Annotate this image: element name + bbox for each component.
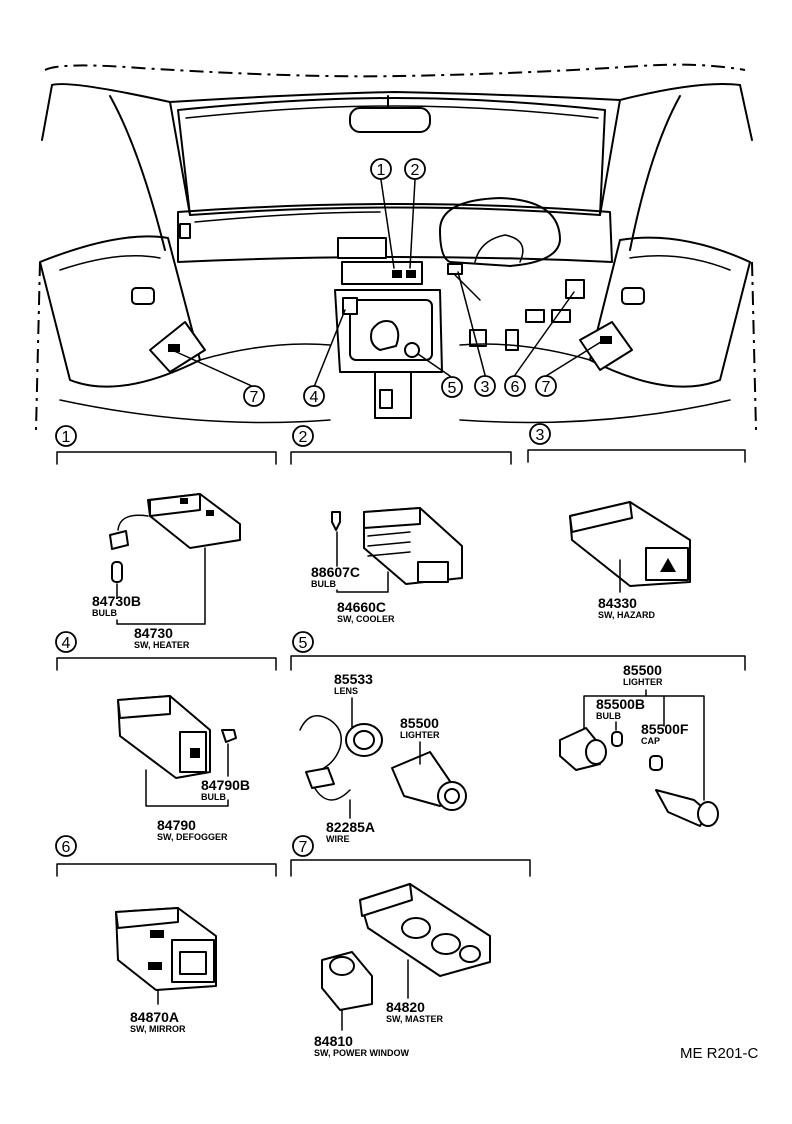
callout-1: 1: [370, 158, 392, 180]
cooler-switch-illustration: [331, 507, 463, 585]
part-number-84820: 84820: [386, 999, 425, 1015]
section-7: 7 84820 SW, MASTER 84810 SW, POWER WINDO…: [290, 835, 531, 1058]
callout-5: 5: [441, 376, 463, 398]
lighter-assembly-illustration: [559, 727, 719, 827]
part-desc-sw-power-window: SW, POWER WINDOW: [314, 1048, 409, 1058]
part-number-84870A: 84870A: [130, 1009, 179, 1025]
callout-6: 6: [504, 375, 526, 397]
section-6-number: 6: [62, 839, 71, 856]
svg-text:7: 7: [542, 379, 551, 396]
diagram-reference: ME R201-C: [680, 1045, 759, 1062]
part-number-84330: 84330: [598, 595, 637, 611]
part-desc-sw-master: SW, MASTER: [386, 1014, 444, 1024]
part-desc-wire: WIRE: [326, 834, 350, 844]
callout-7-left: 7: [243, 385, 265, 407]
part-desc-lighter-b: LIGHTER: [623, 677, 663, 687]
part-desc-sw-cooler: SW, COOLER: [337, 614, 395, 624]
svg-text:1: 1: [377, 162, 386, 179]
heater-switch-illustration: [109, 493, 241, 583]
car-interior-illustration: [35, 63, 757, 431]
callout-leaders: [171, 179, 605, 388]
part-desc-lighter-a: LIGHTER: [400, 730, 440, 740]
hazard-switch-illustration: [569, 501, 691, 587]
part-number-88607C: 88607C: [311, 564, 360, 580]
part-number-84810: 84810: [314, 1033, 353, 1049]
section-2-number: 2: [299, 429, 308, 446]
part-number-85500-a: 85500: [400, 715, 439, 731]
callout-3: 3: [474, 375, 496, 397]
part-desc-lens: LENS: [334, 686, 358, 696]
power-window-switch-illustration: [321, 951, 373, 1011]
section-5: 5 85533 LENS 85500 LIGHTER 82285A WIRE: [290, 631, 746, 844]
callout-4: 4: [303, 385, 325, 407]
part-number-84660C: 84660C: [337, 599, 386, 615]
mirror-switch-illustration: [115, 907, 217, 991]
svg-text:2: 2: [411, 162, 420, 179]
part-desc-sw-mirror: SW, MIRROR: [130, 1024, 186, 1034]
section-6: 6 84870A SW, MIRROR: [55, 835, 277, 1034]
part-desc-sw-defogger: SW, DEFOGGER: [157, 832, 228, 842]
part-desc-bulb-2: BULB: [311, 579, 336, 589]
part-desc-bulb-4: BULB: [596, 711, 621, 721]
part-number-84790: 84790: [157, 817, 196, 833]
section-2: 2 88607C BULB 84660C SW, COOLER: [290, 425, 512, 624]
part-desc-cap: CAP: [641, 736, 660, 746]
section-4: 4 84790B BULB 84790 SW, DEFOGGER: [55, 631, 277, 842]
svg-text:5: 5: [448, 380, 457, 397]
master-switch-illustration: [359, 883, 491, 977]
part-desc-sw-heater: SW, HEATER: [134, 640, 190, 650]
svg-text:7: 7: [250, 389, 259, 406]
section-3: 3 84330 SW, HAZARD: [527, 423, 746, 620]
part-number-84730: 84730: [134, 625, 173, 641]
part-number-85533: 85533: [334, 671, 373, 687]
part-number-84790B: 84790B: [201, 777, 250, 793]
svg-text:6: 6: [511, 379, 520, 396]
lighter-lens-wire-illustration: [299, 715, 383, 801]
section-1-number: 1: [62, 429, 71, 446]
svg-text:3: 3: [481, 379, 490, 396]
part-desc-bulb-3: BULB: [201, 792, 226, 802]
section-1: 1 84730B BULB 84730 SW, HEATER: [55, 425, 277, 650]
part-number-85500F: 85500F: [641, 721, 689, 737]
part-number-85500B: 85500B: [596, 696, 645, 712]
overview-callouts: 1 2 3 4 5 6 7 7: [243, 158, 557, 407]
svg-text:4: 4: [310, 389, 319, 406]
section-3-number: 3: [536, 427, 545, 444]
lighter-illustration: [391, 751, 467, 811]
part-number-84730B: 84730B: [92, 593, 141, 609]
section-7-number: 7: [299, 839, 308, 856]
section-4-number: 4: [62, 635, 71, 652]
callout-7-right: 7: [535, 375, 557, 397]
part-number-82285A: 82285A: [326, 819, 375, 835]
part-number-85500-b: 85500: [623, 662, 662, 678]
section-5-number: 5: [299, 635, 308, 652]
part-desc-sw-hazard: SW, HAZARD: [598, 610, 655, 620]
defogger-switch-illustration: [117, 695, 237, 779]
callout-2: 2: [404, 158, 426, 180]
part-desc-bulb: BULB: [92, 608, 117, 618]
